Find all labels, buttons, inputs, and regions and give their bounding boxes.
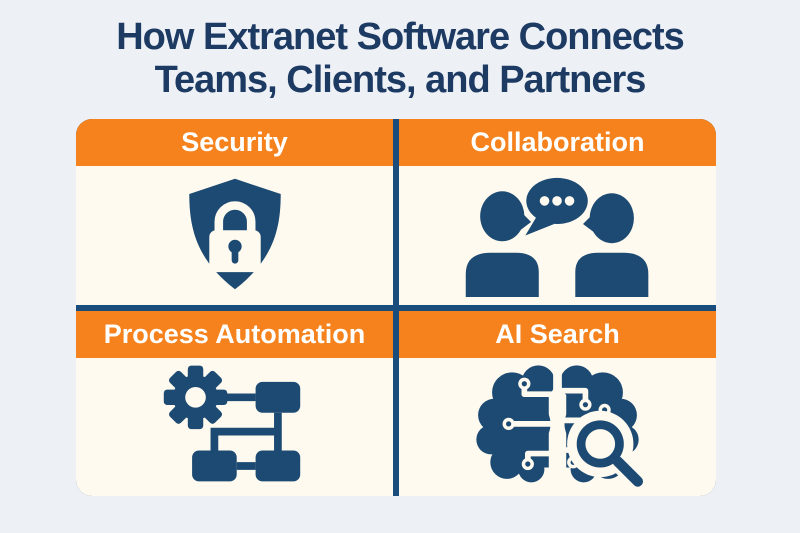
people-conversation-icon [465, 177, 648, 297]
quadrant-collaboration-body [399, 166, 716, 305]
quadrant-ai-search: AI Search [399, 310, 716, 496]
quadrant-collaboration-label: Collaboration [470, 127, 645, 157]
page-title-line1: How Extranet Software Connects [116, 16, 685, 58]
quadrant-ai-search-label: AI Search [495, 318, 620, 349]
quadrant-grid: Security Collaboration [76, 119, 716, 496]
page-title-line2: Teams, Clients, and Partners [154, 58, 647, 101]
gear-flowchart-icon [163, 365, 300, 482]
brain-magnifier-icon [476, 365, 649, 493]
quadrant-process-automation: Process Automation [76, 310, 393, 496]
quadrant-security-label: Security [181, 127, 288, 157]
quadrant-ai-search-body [399, 357, 716, 496]
shield-lock-icon [188, 179, 281, 290]
quadrant-security: Security [76, 119, 393, 305]
quadrant-security-header: Security [76, 119, 393, 166]
quadrant-ai-search-header: AI Search [399, 310, 716, 358]
quadrant-security-body [76, 166, 393, 305]
quadrant-process-automation-label: Process Automation [103, 318, 366, 349]
quadrant-process-automation-body [76, 357, 393, 496]
quadrant-collaboration: Collaboration [399, 119, 716, 305]
quadrant-process-automation-header: Process Automation [76, 310, 393, 358]
quadrant-collaboration-header: Collaboration [399, 119, 716, 166]
